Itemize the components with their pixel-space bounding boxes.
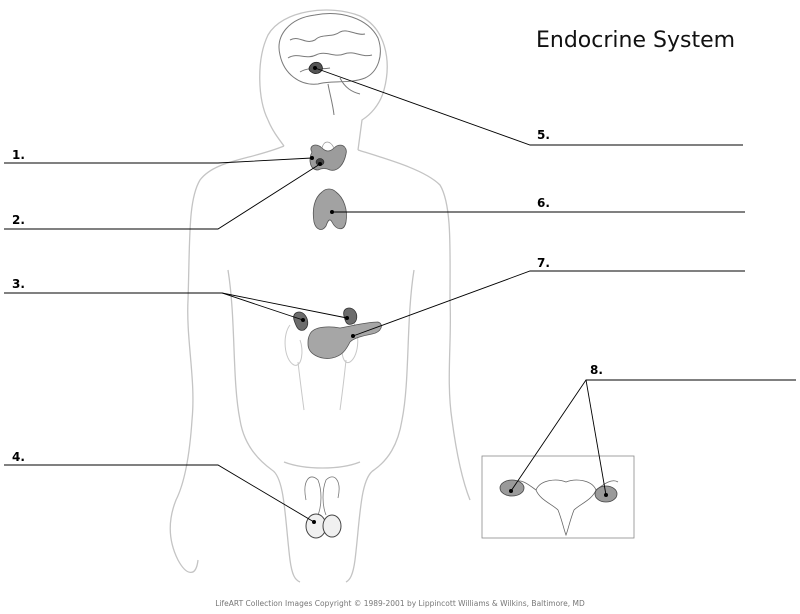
label-number-5: 5. xyxy=(537,128,550,142)
label-number-1: 1. xyxy=(12,148,25,162)
thymus-gland xyxy=(312,188,347,230)
leader-line-5 xyxy=(314,67,743,146)
leader-line-1 xyxy=(4,157,313,164)
label-number-8: 8. xyxy=(590,363,603,377)
leader-line-8 xyxy=(510,379,796,492)
leader-line-3 xyxy=(4,292,304,321)
leader-line-8b xyxy=(585,379,607,496)
brain xyxy=(278,13,381,116)
thyroid-gland xyxy=(309,141,347,171)
copyright-credit: LifeART Collection Images Copyright © 19… xyxy=(215,599,585,608)
leader-line-7 xyxy=(352,270,745,337)
body-outline xyxy=(169,9,471,583)
label-number-4: 4. xyxy=(12,450,25,464)
label-number-3: 3. xyxy=(12,277,25,291)
diagram-title: Endocrine System xyxy=(536,28,736,53)
leader-lines xyxy=(4,67,796,523)
label-number-7: 7. xyxy=(537,256,550,270)
leader-line-4 xyxy=(4,464,315,523)
ovaries-inset xyxy=(481,455,635,539)
pancreas xyxy=(307,321,382,359)
testes xyxy=(304,476,342,539)
label-number-6: 6. xyxy=(537,196,550,210)
leader-line-2 xyxy=(4,163,321,230)
label-number-2: 2. xyxy=(12,213,25,227)
leader-line-3b xyxy=(221,292,348,319)
